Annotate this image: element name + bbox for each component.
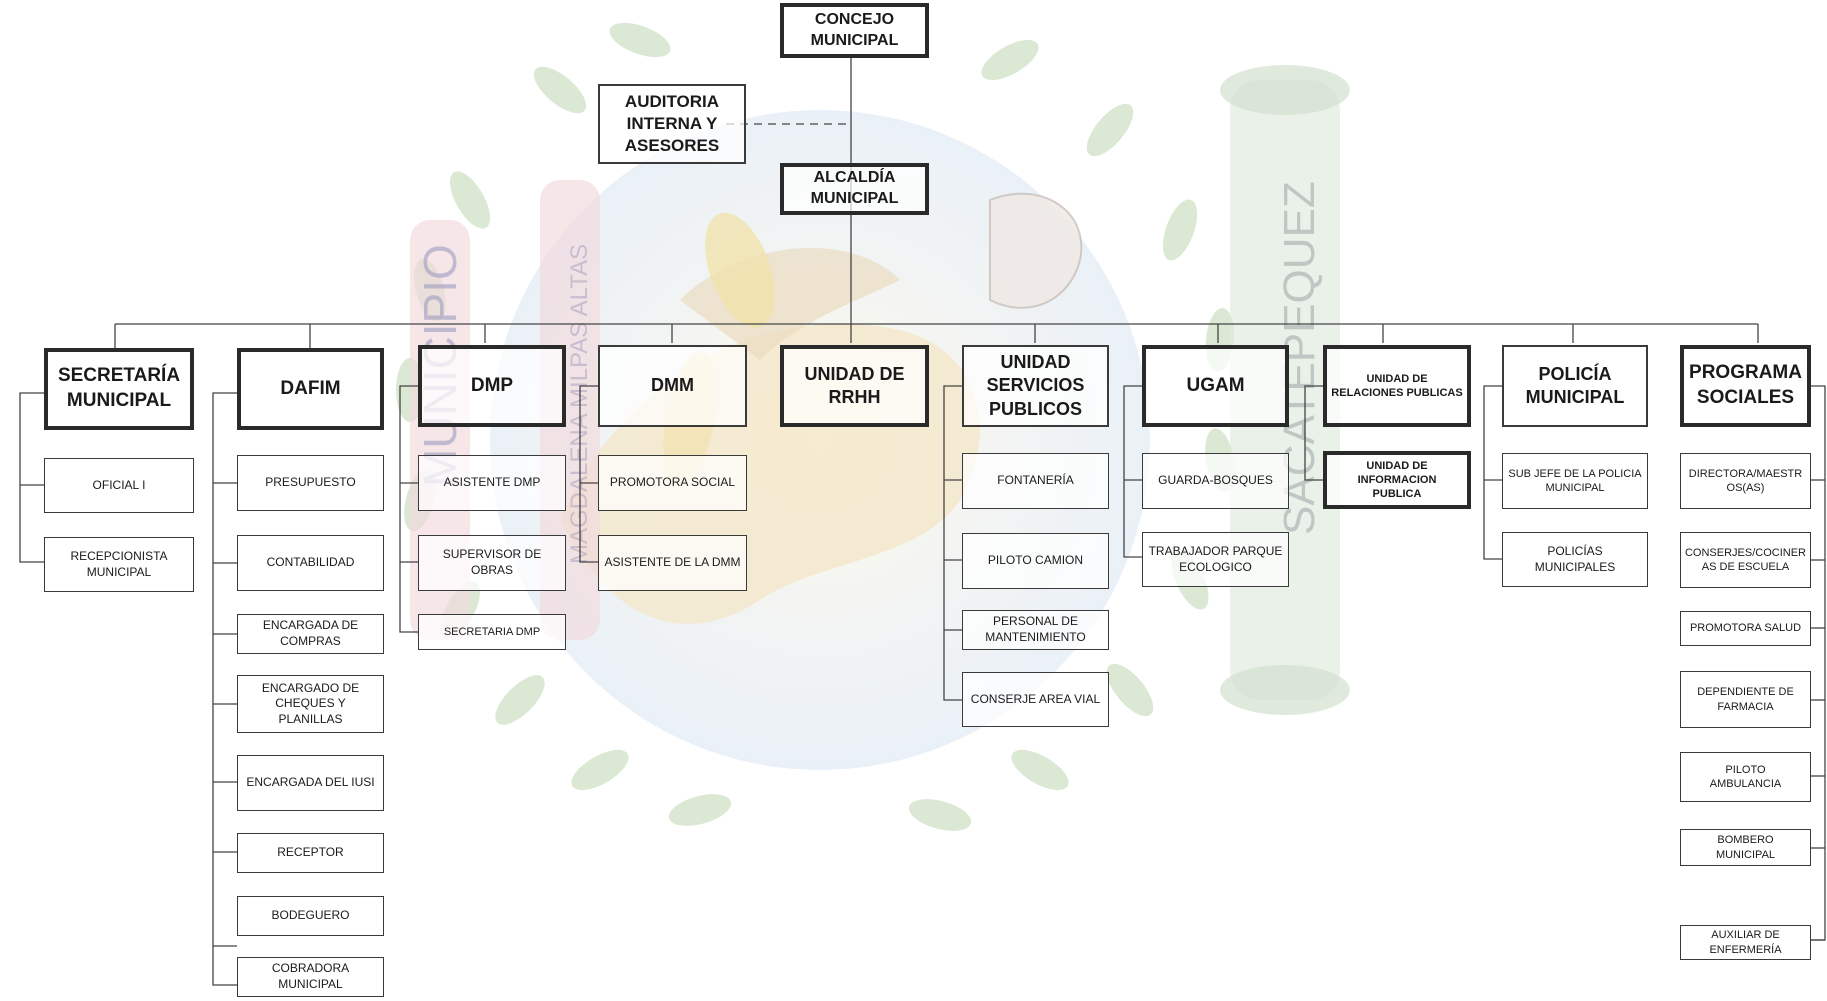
recepcionista-municipal-box: RECEPCIONISTA MUNICIPAL bbox=[44, 537, 194, 592]
policia-municipal-box: POLICÍA MUNICIPAL bbox=[1502, 345, 1648, 427]
sub-jefe-policia-box: SUB JEFE DE LA POLICIA MUNICIPAL bbox=[1502, 453, 1648, 509]
presupuesto-box: PRESUPUESTO bbox=[237, 455, 384, 511]
programa-sociales-box: PROGRAMA SOCIALES bbox=[1680, 345, 1811, 427]
unidad-servicios-publicos-box: UNIDAD SERVICIOS PUBLICOS bbox=[962, 345, 1109, 427]
encargada-iusi-box: ENCARGADA DEL IUSI bbox=[237, 755, 384, 811]
promotora-social-box: PROMOTORA SOCIAL bbox=[598, 455, 747, 511]
unidad-rrhh-box: UNIDAD DE RRHH bbox=[780, 345, 929, 427]
dependiente-farmacia-box: DEPENDIENTE DE FARMACIA bbox=[1680, 671, 1811, 728]
auxiliar-enfermeria-box: AUXILIAR DE ENFERMERÍA bbox=[1680, 925, 1811, 960]
cobradora-municipal-box: COBRADORA MUNICIPAL bbox=[237, 957, 384, 997]
directora-maestros-box: DIRECTORA/MAESTR OS(AS) bbox=[1680, 453, 1811, 509]
encargada-compras-box: ENCARGADA DE COMPRAS bbox=[237, 614, 384, 654]
conserjes-cocineras-box: CONSERJES/COCINER AS DE ESCUELA bbox=[1680, 532, 1811, 588]
promotora-salud-box: PROMOTORA SALUD bbox=[1680, 611, 1811, 646]
alcaldia-municipal-box: ALCALDÍA MUNICIPAL bbox=[780, 163, 929, 215]
unidad-informacion-publica-box: UNIDAD DE INFORMACION PUBLICA bbox=[1323, 451, 1471, 509]
oficial-i-box: OFICIAL I bbox=[44, 458, 194, 513]
piloto-ambulancia-box: PILOTO AMBULANCIA bbox=[1680, 752, 1811, 802]
secretaria-municipal-box: SECRETARÍA MUNICIPAL bbox=[44, 348, 194, 430]
receptor-box: RECEPTOR bbox=[237, 833, 384, 873]
policias-municipales-box: POLICÍAS MUNICIPALES bbox=[1502, 532, 1648, 587]
fontaneria-box: FONTANERÍA bbox=[962, 453, 1109, 509]
bombero-municipal-box: BOMBERO MUNICIPAL bbox=[1680, 829, 1811, 866]
asistente-dmp-box: ASISTENTE DMP bbox=[418, 455, 566, 511]
encargado-cheques-box: ENCARGADO DE CHEQUES Y PLANILLAS bbox=[237, 675, 384, 733]
dafim-box: DAFIM bbox=[237, 348, 384, 430]
bodeguero-box: BODEGUERO bbox=[237, 896, 384, 936]
piloto-camion-box: PILOTO CAMION bbox=[962, 533, 1109, 589]
guarda-bosques-box: GUARDA-BOSQUES bbox=[1142, 453, 1289, 509]
unidad-relaciones-publicas-box: UNIDAD DE RELACIONES PUBLICAS bbox=[1323, 345, 1471, 427]
dmm-box: DMM bbox=[598, 345, 747, 427]
ugam-box: UGAM bbox=[1142, 345, 1289, 427]
contabilidad-box: CONTABILIDAD bbox=[237, 535, 384, 591]
supervisor-obras-box: SUPERVISOR DE OBRAS bbox=[418, 535, 566, 591]
dmp-box: DMP bbox=[418, 345, 566, 427]
asistente-dmm-box: ASISTENTE DE LA DMM bbox=[598, 535, 747, 591]
secretaria-dmp-box: SECRETARIA DMP bbox=[418, 614, 566, 650]
personal-mantenimiento-box: PERSONAL DE MANTENIMIENTO bbox=[962, 610, 1109, 650]
concejo-municipal-box: CONCEJO MUNICIPAL bbox=[780, 3, 929, 58]
conserje-area-vial-box: CONSERJE AREA VIAL bbox=[962, 672, 1109, 727]
auditoria-interna-box: AUDITORIA INTERNA Y ASESORES bbox=[598, 84, 746, 164]
trabajador-parque-box: TRABAJADOR PARQUE ECOLOGICO bbox=[1142, 532, 1289, 587]
